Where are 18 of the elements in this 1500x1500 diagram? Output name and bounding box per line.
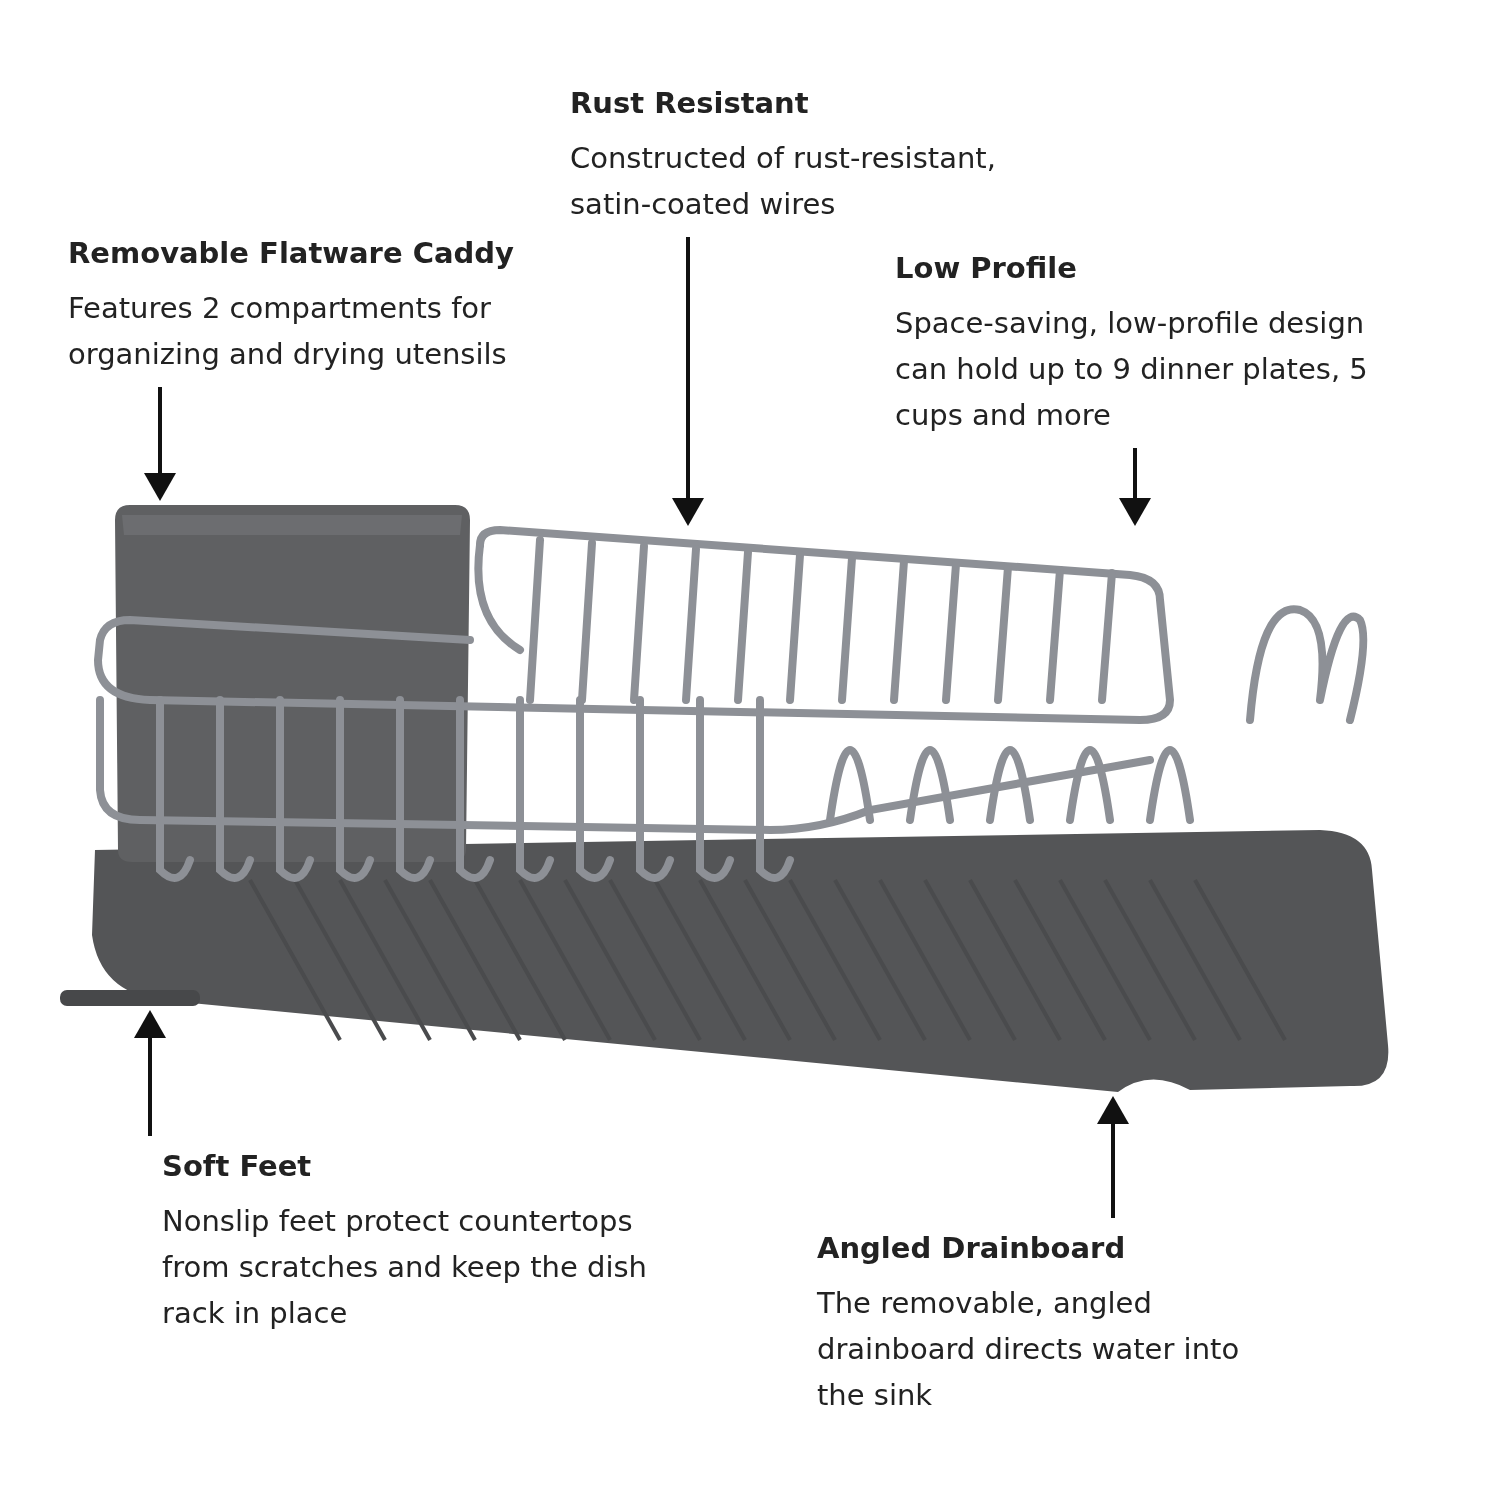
arrow (134, 1010, 166, 1136)
feature-heading: Angled Drainboard (817, 1230, 1127, 1266)
wire-rack-drawing (94, 526, 1368, 882)
arrow (144, 387, 176, 501)
feature-description: The removable, angled drainboard directs water into the sink (817, 1285, 1241, 1414)
arrow (672, 237, 704, 526)
arrow (1097, 1096, 1129, 1218)
feature-heading: Low Profile (895, 250, 1078, 286)
feature-description: Space-saving, low-profile design can hold up to 9 dinner plates, 5 cups and more (895, 305, 1369, 434)
feature-heading: Removable Flatware Caddy (68, 235, 515, 271)
feature-heading: Rust Resistant (570, 85, 810, 121)
arrow (1119, 448, 1151, 526)
rubber-foot (60, 990, 200, 1006)
feature-description: Nonslip feet protect countertops from scratches and keep the dish rack in place (162, 1203, 648, 1332)
feature-heading: Soft Feet (162, 1148, 313, 1184)
drainboard-drawing (92, 830, 1389, 1092)
feature-description: Constructed of rust-resistant, satin-coated wires (570, 140, 997, 223)
feature-description: Features 2 compartments for organizing and drying utensils (68, 290, 508, 373)
